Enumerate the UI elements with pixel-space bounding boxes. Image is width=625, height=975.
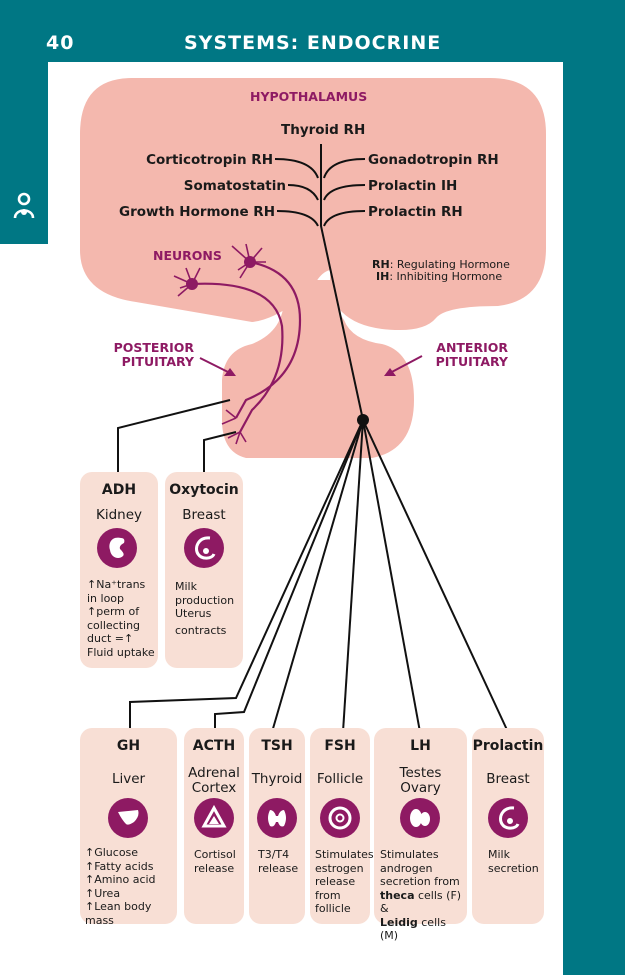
hormone-prolactin-rh: Prolactin RH [368,204,463,220]
posterior-arrow [199,357,233,375]
card-description: ↑Glucose↑Fatty acids↑Amino acid↑Urea↑Lea… [85,846,156,927]
hormone-corticotropin-rh: Corticotropin RH [146,152,273,168]
hormone-name: FSH [324,738,356,754]
hormone-growth-hormone-rh: Growth Hormone RH [119,204,275,220]
target-organ: Kidney [95,507,143,523]
target-organ: Follicle [316,771,364,787]
hypothalamus-shape [80,78,546,330]
hormone-thyroid-rh: Thyroid RH [281,122,366,138]
neuron-axons [191,260,302,433]
neuron-body-2 [186,278,198,290]
page-title: SYSTEMS: ENDOCRINE [184,32,442,54]
hypothalamus-title: HYPOTHALAMUS [250,89,368,104]
hormone-name: TSH [261,738,293,754]
neurons-label: NEURONS [153,248,222,263]
pituitary-junction [357,414,369,426]
kidney-icon [97,528,137,568]
neuron-dendrites [173,243,266,445]
hormone-name: GH [116,738,141,754]
neuron-body-1 [244,256,256,268]
follicle-icon [320,798,360,838]
card-gh: GH Liver ↑Glucose↑Fatty acids↑Amino acid… [80,728,177,927]
page-number: 40 [46,32,75,54]
breast-icon [488,798,528,838]
hormone-name: LH [410,738,431,754]
gonad-icon [400,798,440,838]
hormone-tree [274,144,366,421]
target-organ: Thyroid [251,771,303,787]
hormone-name: Prolactin [472,738,544,754]
thyroid-icon [257,798,297,838]
hormone-name: ACTH [192,738,236,754]
liver-icon [108,798,148,838]
hormone-name: Oxytocin [169,482,239,498]
target-organ: Breast [182,507,226,523]
target-organ: Liver [111,771,146,787]
hormone-somatostatin: Somatostatin [183,178,286,194]
breast-icon [184,528,224,568]
legend-rh: RH: Regulating Hormone [372,258,510,271]
posterior-connectors [117,399,237,476]
hormone-gonadotropin-rh: Gonadotropin RH [368,152,499,168]
legend-ih: IH: Inhibiting Hormone [376,270,503,283]
adrenal-icon [194,798,234,838]
hormone-name: ADH [101,482,137,498]
anterior-fan [129,419,509,733]
stalk-shape [222,280,414,458]
person-icon [13,192,35,219]
page-edge-band [563,0,625,975]
header-band [0,0,625,62]
hormone-prolactin-ih: Prolactin IH [368,178,458,194]
anterior-arrow [387,355,423,375]
target-organ: Breast [486,771,530,787]
